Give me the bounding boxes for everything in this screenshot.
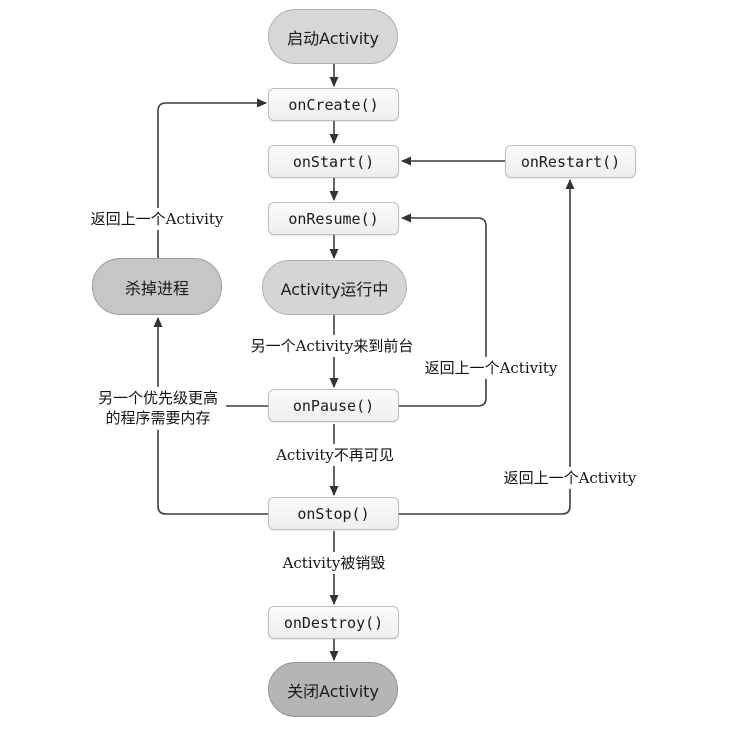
node-kill-process: 杀掉进程 xyxy=(92,258,222,315)
label-higher-priority-needs-memory: 另一个优先级更高 的程序需要内存 xyxy=(94,386,222,430)
node-onstart: onStart() xyxy=(268,145,399,178)
label-higher-priority-line1: 另一个优先级更高 xyxy=(97,388,219,407)
node-close-activity: 关闭Activity xyxy=(268,662,398,717)
edge-onstop-to-onrestart xyxy=(399,179,575,515)
label-back-to-previous-activity-mid: 返回上一个Activity xyxy=(421,356,561,380)
label-back-to-previous-activity-left: 返回上一个Activity xyxy=(87,207,227,231)
node-onpause: onPause() xyxy=(268,389,399,422)
label-higher-priority-line2: 的程序需要内存 xyxy=(105,409,211,427)
edge-onpause-to-onresume xyxy=(399,213,487,407)
node-onrestart: onRestart() xyxy=(505,145,636,178)
label-back-to-previous-activity-right: 返回上一个Activity xyxy=(500,466,640,490)
edge-kill-to-oncreate xyxy=(157,98,267,258)
label-activity-not-visible: Activity不再可见 xyxy=(273,443,397,467)
node-start-activity: 启动Activity xyxy=(268,9,398,64)
node-onstop: onStop() xyxy=(268,497,399,530)
edge-onstop-to-kill xyxy=(153,317,268,515)
node-activity-running: Activity运行中 xyxy=(262,260,407,315)
label-activity-destroyed: Activity被销毁 xyxy=(279,551,389,575)
node-oncreate: onCreate() xyxy=(268,88,399,121)
node-ondestroy: onDestroy() xyxy=(268,606,399,639)
label-another-activity-foreground: 另一个Activity来到前台 xyxy=(247,334,417,358)
node-onresume: onResume() xyxy=(268,202,399,235)
